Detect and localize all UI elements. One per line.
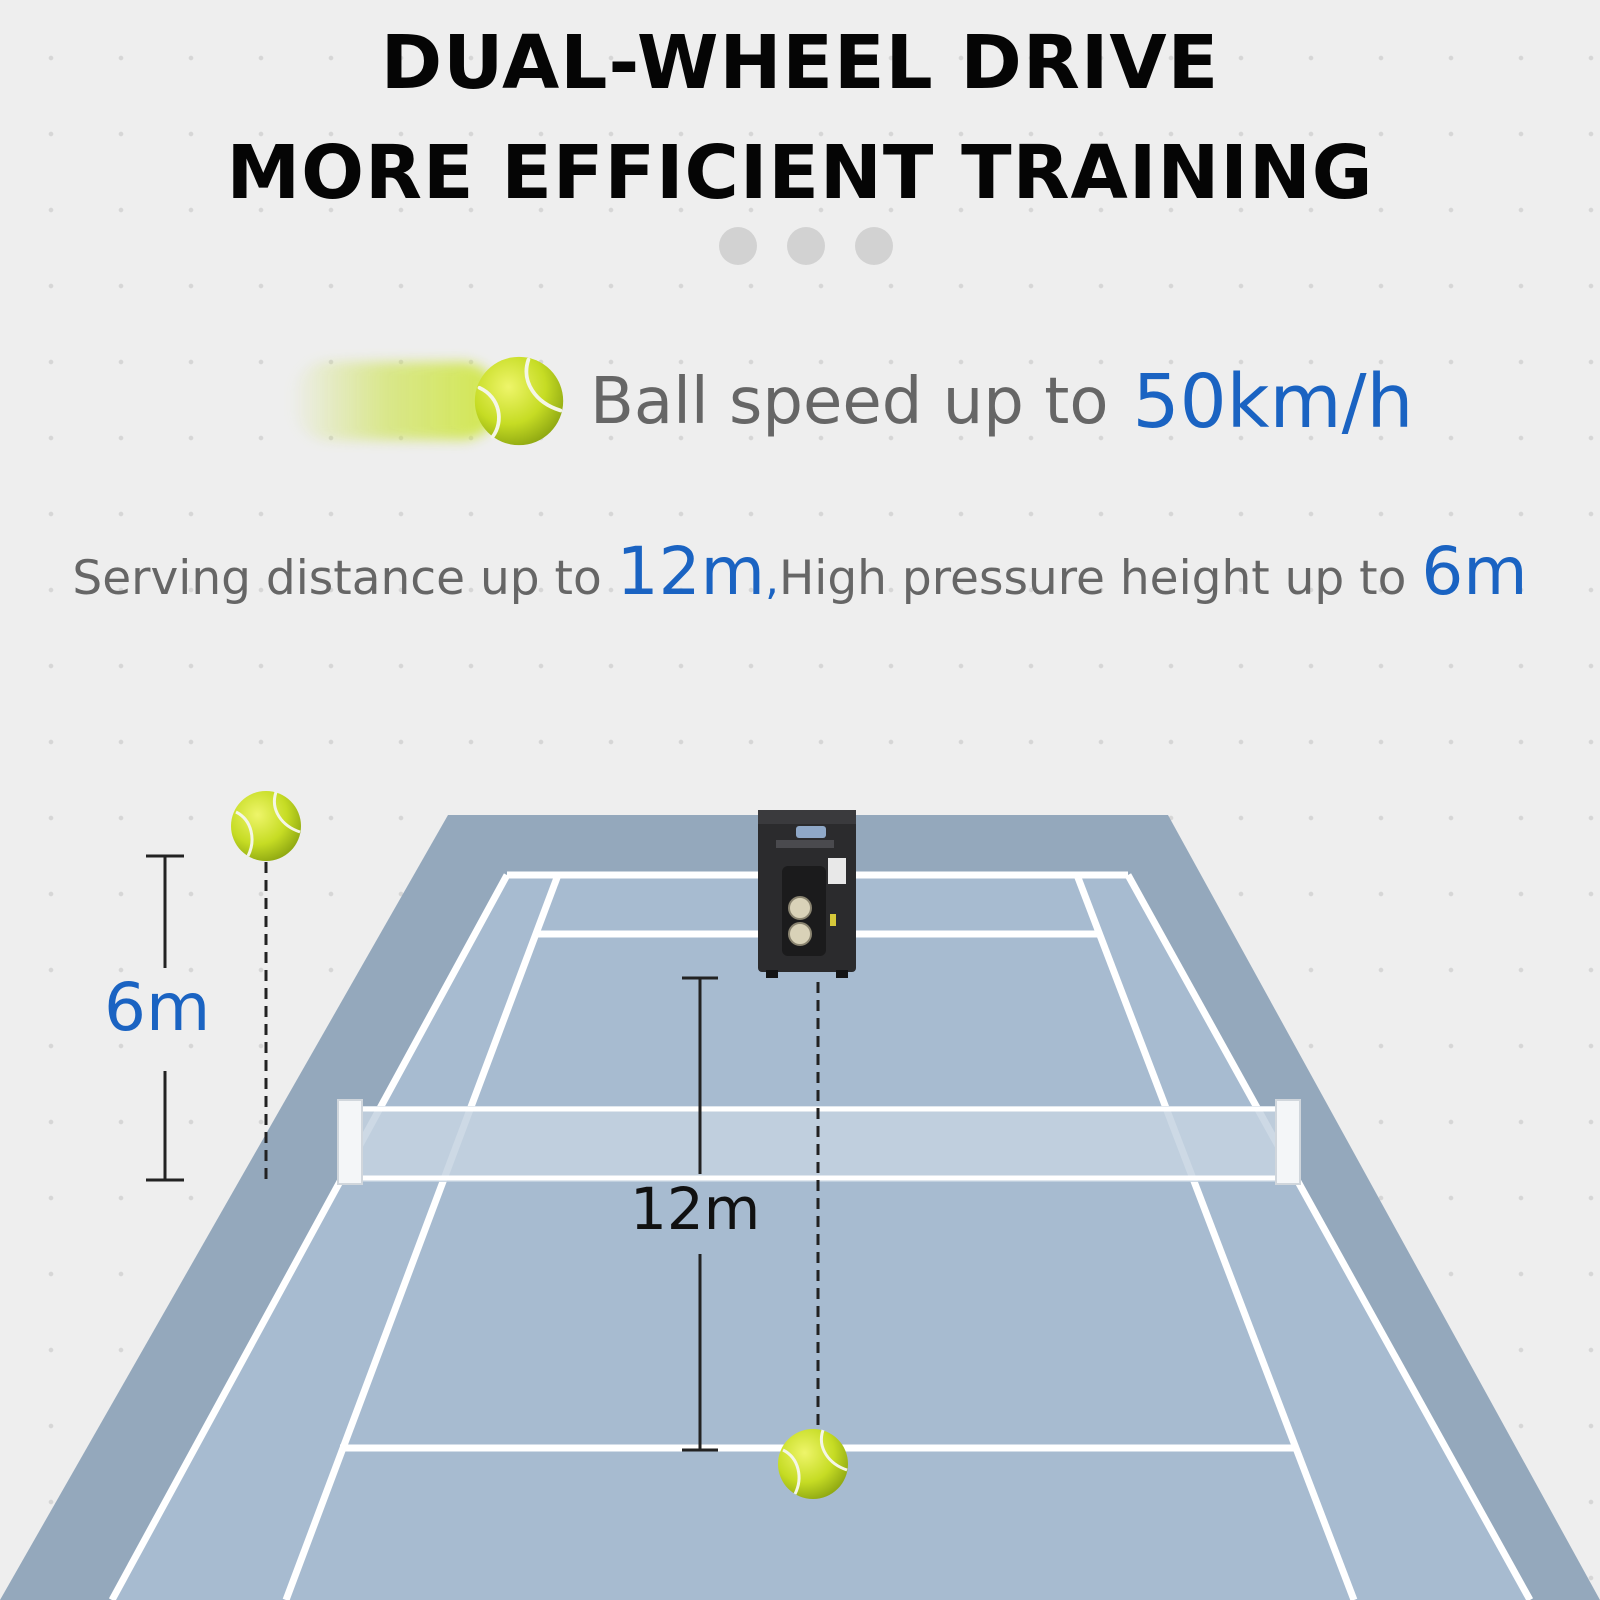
height-label: 6m: [104, 969, 211, 1046]
court-surface: [112, 875, 1530, 1600]
spec-separator: ,: [764, 554, 779, 605]
height-bracket: [146, 854, 184, 1182]
pressure-height-value: 6m: [1421, 533, 1528, 610]
court-net: [352, 1106, 1290, 1182]
ball-speed-row: Ball speed up to 50km/h: [0, 352, 1600, 452]
tennis-ball-icon: [474, 356, 564, 446]
ball-speed-text: Ball speed up to 50km/h: [590, 352, 1413, 452]
distance-label: 12m: [630, 1175, 761, 1243]
net-post-left: [337, 1099, 363, 1185]
headline-line-2: MORE EFFICIENT TRAINING: [226, 130, 1374, 216]
tennis-ball-icon: [778, 1429, 848, 1499]
motion-trail-icon: [290, 362, 500, 440]
carousel-dot: [855, 227, 893, 265]
spec-row: Serving distance up to 12m,High pressure…: [0, 532, 1600, 629]
net-post-right: [1275, 1099, 1301, 1185]
serving-distance-value: 12m: [616, 533, 765, 610]
serving-distance-prefix: Serving distance up to: [72, 551, 617, 606]
distance-bracket: [682, 976, 718, 1452]
carousel-dot: [787, 227, 825, 265]
ball-speed-value: 50km/h: [1132, 359, 1414, 445]
carousel-dots: [719, 227, 893, 265]
headline-line-1: DUAL-WHEEL DRIVE: [380, 20, 1220, 106]
carousel-dot: [719, 227, 757, 265]
pressure-height-prefix: High pressure height up to: [778, 551, 1422, 606]
ball-speed-prefix: Ball speed up to: [590, 365, 1109, 439]
ball-machine-icon: [758, 810, 856, 978]
tennis-ball-icon: [231, 791, 301, 861]
